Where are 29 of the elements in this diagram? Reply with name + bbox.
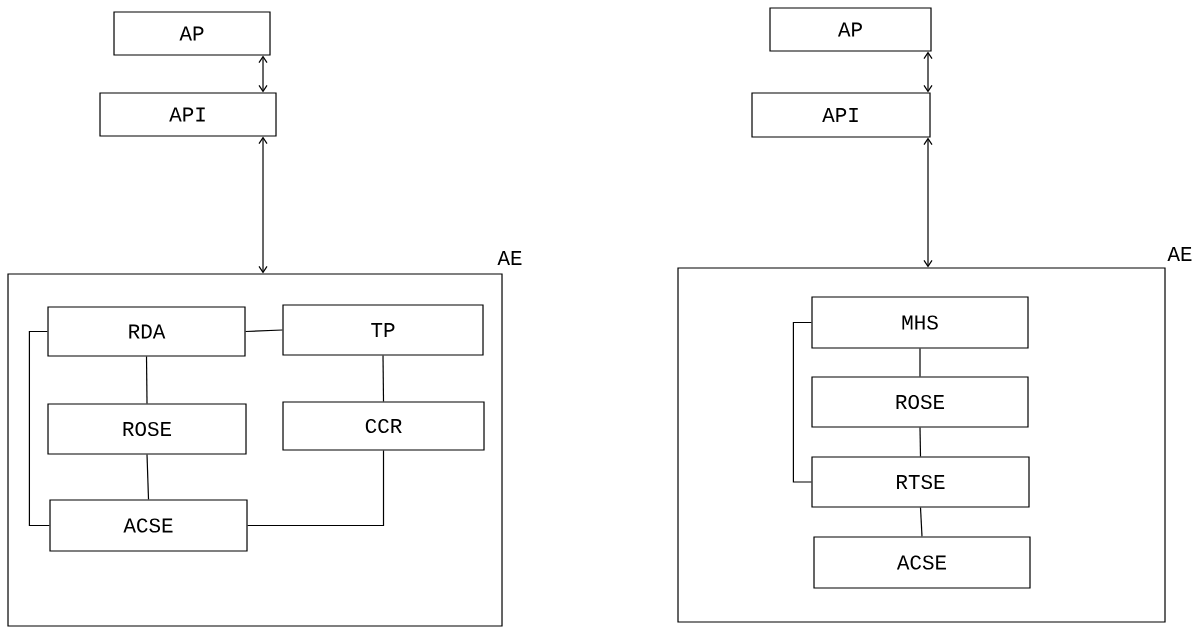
- process-box: API: [751, 92, 931, 138]
- connector: [258, 55, 268, 93]
- connector: [792, 321, 812, 483]
- connector: [382, 355, 385, 402]
- connector: [919, 507, 923, 537]
- connector: [247, 450, 385, 527]
- connector: [919, 427, 922, 457]
- process-box: TP: [282, 304, 484, 356]
- connector: [145, 356, 148, 404]
- process-box: ACSE: [813, 536, 1031, 589]
- connector: [919, 348, 921, 377]
- process-box: CCR: [282, 401, 485, 451]
- connector: [923, 137, 933, 268]
- process-box: API: [99, 92, 277, 137]
- process-box: MHS: [811, 296, 1029, 349]
- process-box: AP: [113, 11, 271, 56]
- process-box: RDA: [47, 306, 246, 357]
- connector: [146, 454, 150, 500]
- connector: [258, 136, 268, 274]
- container-heading: AE: [497, 251, 522, 265]
- container-heading: AE: [1167, 247, 1192, 261]
- process-box: ACSE: [49, 499, 248, 552]
- connector: [28, 330, 50, 527]
- connector: [923, 51, 933, 93]
- process-box: RTSE: [811, 456, 1030, 508]
- process-box: ROSE: [47, 403, 247, 455]
- process-box: ROSE: [811, 376, 1029, 428]
- connector: [245, 329, 283, 333]
- process-box: AP: [769, 7, 932, 52]
